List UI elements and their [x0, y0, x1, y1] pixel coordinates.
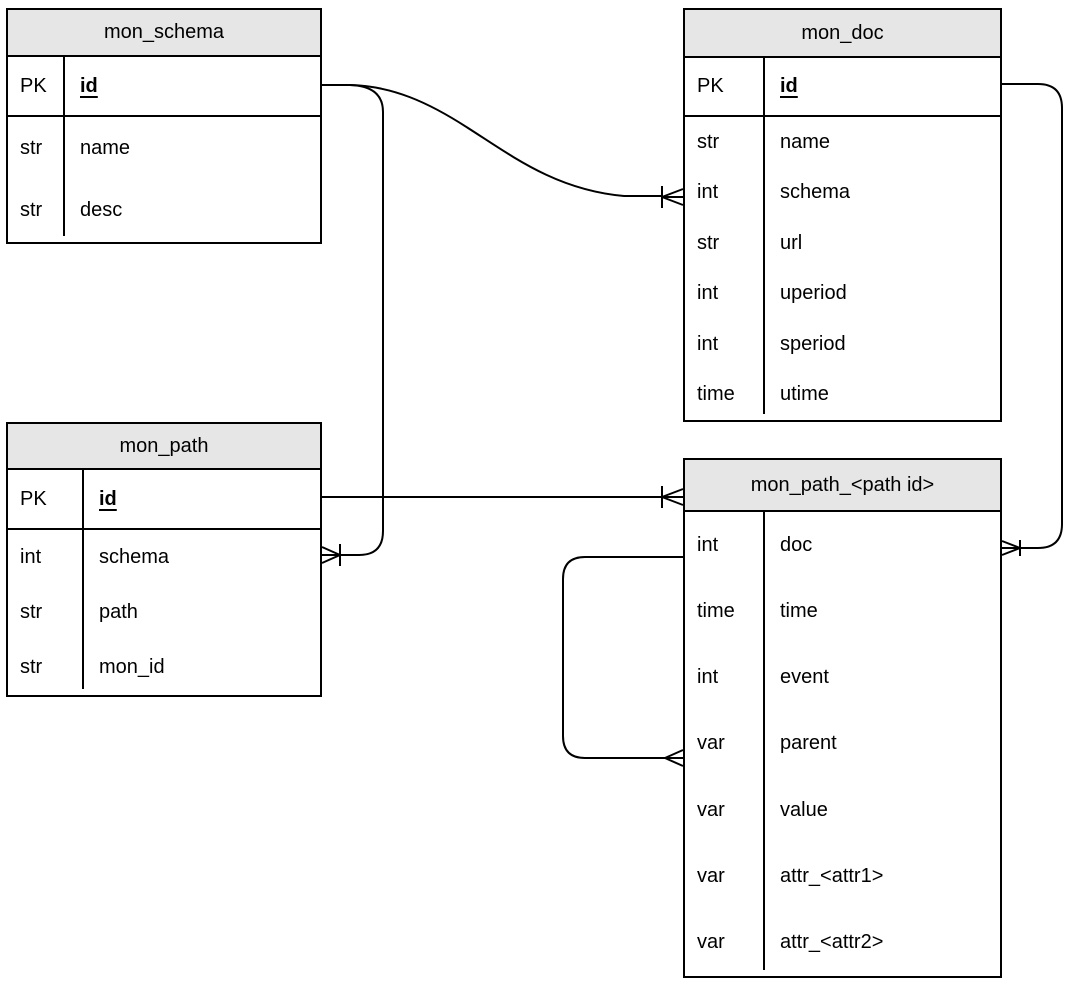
crow-foot-marker [661, 188, 684, 206]
field-name: value [780, 798, 828, 821]
field-name: mon_id [99, 656, 165, 678]
field-name: event [780, 666, 829, 689]
pk-section: PK id [8, 57, 320, 117]
relationship-line [562, 556, 683, 759]
field-name: name [780, 130, 831, 153]
relationship-line [340, 84, 384, 556]
pk-key-label: PK [20, 74, 47, 97]
column-divider [763, 510, 765, 970]
field-name: parent [780, 732, 837, 755]
field-row: str path [8, 585, 320, 640]
field-row: str url [685, 218, 1000, 269]
relationship-line [322, 84, 662, 197]
field-row: str name [685, 117, 1000, 168]
field-type: var [697, 732, 725, 755]
field-row: int schema [685, 168, 1000, 219]
field-name: attr_<attr1> [780, 865, 884, 888]
field-type: str [20, 656, 43, 678]
entity-title: mon_path [8, 424, 320, 470]
field-type: int [697, 533, 719, 556]
crow-foot-marker [661, 488, 684, 506]
field-name: name [80, 136, 131, 159]
fields-section: str name str desc [8, 117, 320, 242]
field-row: int doc [685, 512, 1000, 578]
pk-key-label: PK [20, 487, 47, 510]
field-name: doc [780, 533, 813, 556]
pk-row: PK id [685, 58, 1000, 115]
column-divider [82, 468, 84, 689]
field-type: var [697, 865, 725, 888]
pk-field-name: id [780, 75, 798, 97]
entity-title: mon_schema [8, 10, 320, 57]
field-row: time time [685, 578, 1000, 644]
relationship-pathtable-self-loop [562, 556, 684, 767]
relationship-schema-to-path [321, 84, 384, 566]
field-name: schema [780, 181, 851, 204]
relationship-doc-to-pathtable [1001, 83, 1063, 556]
crow-foot-marker [321, 546, 341, 564]
field-row: int speriod [685, 319, 1000, 370]
field-type: int [697, 282, 719, 305]
field-row: str mon_id [8, 640, 320, 695]
field-name: speriod [780, 332, 846, 355]
field-row: var value [685, 777, 1000, 843]
column-divider [763, 56, 765, 414]
relationship-line [1002, 83, 1063, 549]
entity-mon-path-path-id: mon_path_<path id> int doc time time int even… [683, 458, 1002, 978]
pk-key-label: PK [697, 75, 724, 97]
field-name: schema [99, 546, 170, 568]
field-name: time [780, 599, 818, 622]
field-type: str [697, 130, 720, 153]
field-row: var attr_<attr2> [685, 910, 1000, 976]
entity-mon-path: mon_path PK id int schema str path str mon_id [6, 422, 322, 697]
field-type: time [697, 383, 735, 406]
field-row: int uperiod [685, 269, 1000, 320]
entity-mon-doc: mon_doc PK id str name int schema str url int up… [683, 8, 1002, 422]
relationship-schema-to-doc [322, 84, 684, 208]
field-name: utime [780, 383, 829, 406]
field-type: int [20, 546, 42, 568]
field-row: time utime [685, 370, 1000, 421]
entity-mon-schema: mon_schema PK id str name str desc [6, 8, 322, 244]
field-type: str [697, 231, 720, 254]
field-type: var [697, 931, 725, 954]
field-row: var parent [685, 711, 1000, 777]
relationship-path-to-pathtable [322, 486, 684, 508]
field-type: var [697, 798, 725, 821]
column-divider [63, 55, 65, 236]
field-name: url [780, 231, 803, 254]
field-row: int schema [8, 530, 320, 585]
crow-foot-marker [1001, 540, 1021, 556]
entity-title: mon_doc [685, 10, 1000, 58]
crow-foot-marker [664, 749, 684, 767]
field-name: uperiod [780, 282, 847, 305]
fields-section: str name int schema str url int uperiod int speri… [685, 117, 1000, 420]
pk-field-name: id [80, 74, 98, 97]
field-row: var attr_<attr1> [685, 843, 1000, 909]
pk-section: PK id [8, 470, 320, 530]
pk-section: PK id [685, 58, 1000, 117]
fields-section: int schema str path str mon_id [8, 530, 320, 695]
field-row: str desc [8, 180, 320, 243]
field-type: time [697, 599, 735, 622]
field-name: desc [80, 199, 123, 222]
field-name: attr_<attr2> [780, 931, 884, 954]
field-row: str name [8, 117, 320, 180]
field-row: int event [685, 645, 1000, 711]
pk-field-name: id [99, 487, 117, 510]
field-type: str [20, 601, 43, 623]
field-name: path [99, 601, 138, 623]
pk-row: PK id [8, 470, 320, 528]
field-type: str [20, 199, 43, 222]
field-type: int [697, 666, 719, 689]
pk-row: PK id [8, 57, 320, 115]
entity-title: mon_path_<path id> [685, 460, 1000, 512]
field-type: str [20, 136, 43, 159]
field-type: int [697, 332, 719, 355]
field-type: int [697, 181, 719, 204]
